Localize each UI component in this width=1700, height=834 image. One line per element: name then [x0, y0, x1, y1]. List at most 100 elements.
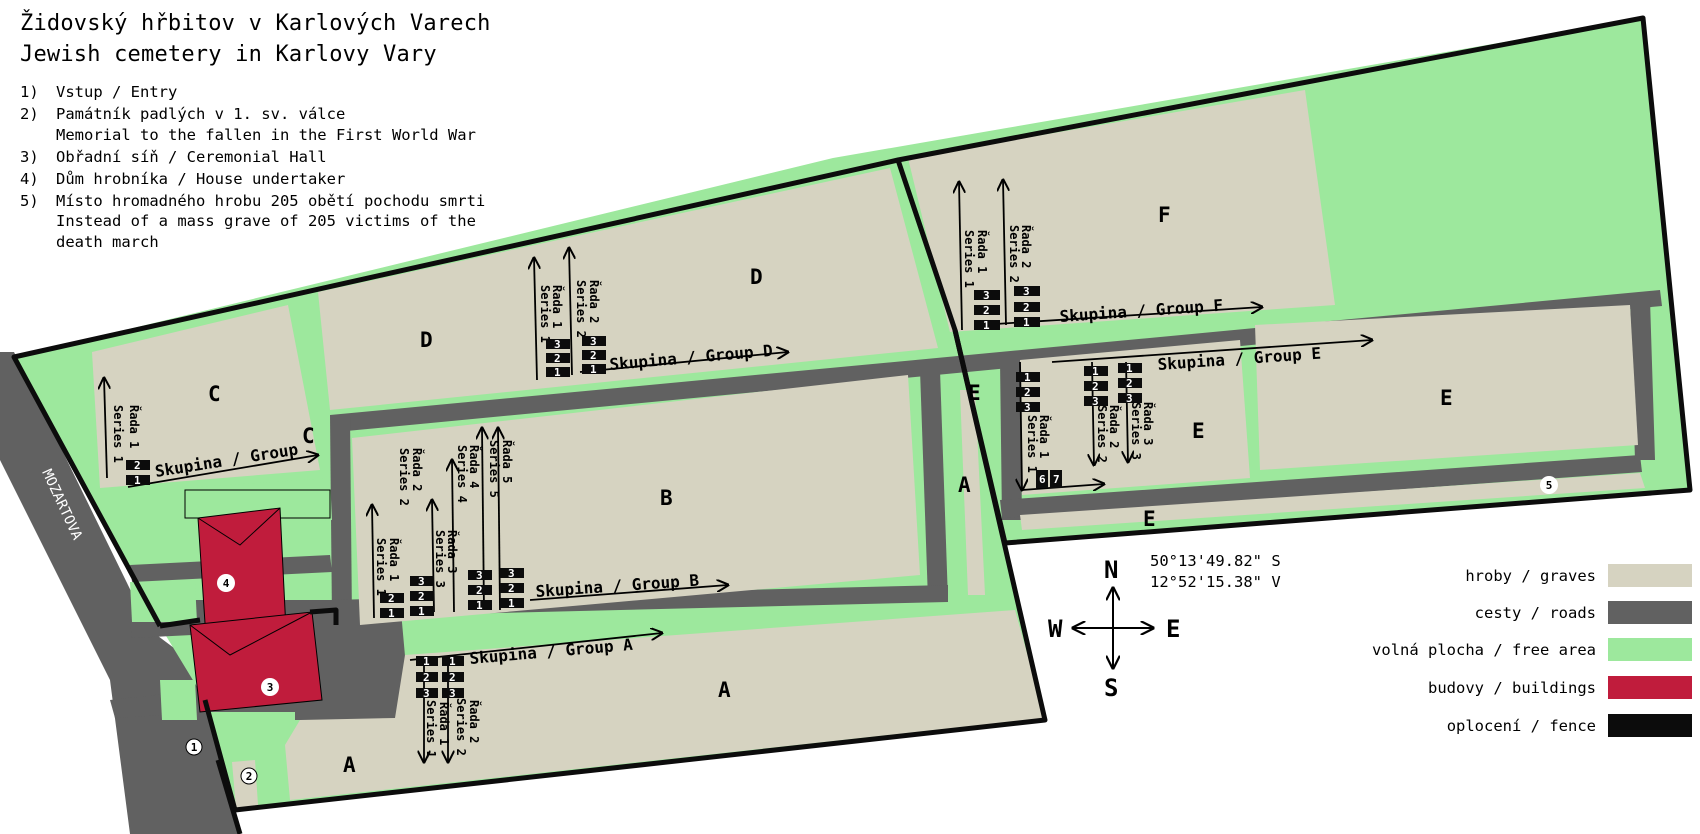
- svg-text:2: 2: [134, 459, 141, 472]
- svg-text:1: 1: [423, 655, 430, 668]
- row-a-1: Řada 1: [437, 702, 452, 745]
- plot-e-bottom: [1020, 473, 1645, 530]
- compass-rose: N S W E: [1048, 556, 1180, 702]
- plot-f: [908, 90, 1335, 332]
- plot-2: [232, 760, 258, 808]
- series-a-2: Series 2: [454, 698, 468, 756]
- svg-text:1: 1: [449, 655, 456, 668]
- svg-text:1: 1: [388, 607, 395, 620]
- marker-1-entry[interactable]: 1: [185, 738, 203, 756]
- row-b-5: Řada 5: [500, 440, 515, 483]
- svg-text:1: 1: [418, 605, 425, 618]
- section-label-c: C: [208, 382, 221, 406]
- section-label-c2: C: [302, 424, 315, 448]
- latitude: 50°13'49.82" S: [1150, 552, 1281, 570]
- legend-item-3: 3) Obřadní síň / Ceremonial Hall: [20, 147, 327, 166]
- plot-a: [285, 610, 1045, 800]
- svg-text:2: 2: [476, 584, 483, 597]
- legend-item-1: 1) Vstup / Entry: [20, 83, 178, 101]
- numbered-legend: 1) Vstup / Entry 2) Památník padlých v 1…: [20, 82, 485, 254]
- svg-text:3: 3: [983, 289, 990, 302]
- svg-text:2: 2: [449, 671, 456, 684]
- section-label-e3: E: [1440, 386, 1453, 410]
- section-label-d: D: [420, 328, 433, 352]
- svg-text:3: 3: [1126, 392, 1133, 405]
- series-e-1: Series 1: [1025, 415, 1039, 473]
- section-label-e2: E: [1192, 419, 1205, 443]
- svg-text:3: 3: [418, 575, 425, 588]
- svg-text:2: 2: [983, 304, 990, 317]
- series-f-2: Series 2: [1007, 225, 1021, 283]
- marker-4-undertaker-house[interactable]: 4: [217, 574, 235, 592]
- gps-coordinates: 50°13'49.82" S 12°52'15.38" V: [1150, 551, 1281, 593]
- legend-item-2: 2) Památník padlých v 1. sv. válce Memor…: [20, 105, 476, 144]
- svg-text:1: 1: [1126, 362, 1133, 375]
- grave-plots: [92, 90, 1645, 808]
- compass-n: N: [1104, 556, 1118, 584]
- legend-item-4: 4) Dům hrobníka / House undertaker: [20, 169, 346, 188]
- svg-text:1: 1: [590, 363, 597, 376]
- row-e-1: Řada 1: [1037, 415, 1052, 458]
- series-b-5: Series 5: [487, 440, 501, 498]
- section-label-d2: D: [750, 265, 763, 289]
- series-f-1: Series 1: [962, 230, 976, 288]
- row-a-2: Řada 2: [467, 700, 482, 743]
- key-graves: hroby / graves: [1465, 564, 1692, 587]
- svg-text:7: 7: [1053, 473, 1060, 486]
- key-roads: cesty / roads: [1475, 601, 1692, 624]
- section-label-f: F: [1158, 203, 1171, 227]
- series-b-4: Series 4: [455, 445, 469, 503]
- poi-markers: 1 2 3 4 5: [185, 476, 1558, 785]
- svg-text:2: 2: [1092, 380, 1099, 393]
- svg-text:1: 1: [554, 366, 561, 379]
- svg-text:3: 3: [423, 687, 430, 700]
- marker-3-ceremonial-hall[interactable]: 3: [261, 678, 279, 696]
- longitude: 12°52'15.38" V: [1150, 573, 1281, 591]
- series-b-1: Series 1: [374, 538, 388, 596]
- row-e-3: Řada 3: [1141, 402, 1156, 445]
- svg-text:1: 1: [1092, 365, 1099, 378]
- grave-number-blocks: 12 123 123 123 123 12 123 123 123 123 12…: [126, 285, 1142, 700]
- building-ceremonial-hall: [189, 611, 323, 713]
- svg-text:2: 2: [554, 352, 561, 365]
- legend-item-5: 5) Místo hromadného hrobu 205 obětí poch…: [20, 191, 486, 251]
- marker-2-memorial[interactable]: 2: [240, 767, 258, 785]
- series-e-2: Series 2: [1095, 405, 1109, 463]
- row-f-2: Řada 2: [1019, 225, 1034, 268]
- svg-text:3: 3: [1024, 401, 1031, 414]
- svg-text:1: 1: [1024, 371, 1031, 384]
- svg-text:2: 2: [1023, 301, 1030, 314]
- svg-text:1: 1: [191, 741, 198, 754]
- compass-w: W: [1048, 615, 1063, 643]
- svg-text:6: 6: [1039, 473, 1046, 486]
- row-e-2: Řada 2: [1107, 405, 1122, 448]
- row-b-4: Řada 4: [467, 445, 482, 488]
- row-c-1: Řada 1: [127, 405, 142, 448]
- swatch-free-area: [1608, 638, 1692, 661]
- section-label-a3: A: [343, 753, 356, 777]
- key-buildings: budovy / buildings: [1428, 676, 1692, 699]
- svg-text:3: 3: [1023, 285, 1030, 298]
- svg-text:3: 3: [508, 567, 515, 580]
- marker-5-mass-grave[interactable]: 5: [1540, 476, 1558, 494]
- series-d-2: Series 2: [574, 280, 588, 338]
- compass-e: E: [1166, 615, 1180, 643]
- free-area-patches: [130, 478, 332, 720]
- svg-text:1: 1: [134, 474, 141, 487]
- row-b-2: Řada 2: [410, 448, 425, 491]
- plot-a-strip: [960, 390, 985, 595]
- swatch-roads: [1608, 601, 1692, 624]
- svg-text:3: 3: [267, 681, 274, 694]
- row-f-1: Řada 1: [975, 230, 990, 273]
- map-title: Židovský hřbitov v Karlových Varech Jewi…: [20, 8, 491, 70]
- svg-text:2: 2: [388, 592, 395, 605]
- svg-text:3: 3: [449, 687, 456, 700]
- svg-text:1: 1: [476, 599, 483, 612]
- svg-text:1: 1: [1023, 316, 1030, 329]
- title-english: Jewish cemetery in Karlovy Vary: [20, 42, 437, 67]
- row-d-1: Řada 1: [550, 285, 565, 328]
- swatch-buildings: [1608, 676, 1692, 699]
- series-c-1: Series 1: [111, 405, 125, 463]
- svg-text:3: 3: [1092, 395, 1099, 408]
